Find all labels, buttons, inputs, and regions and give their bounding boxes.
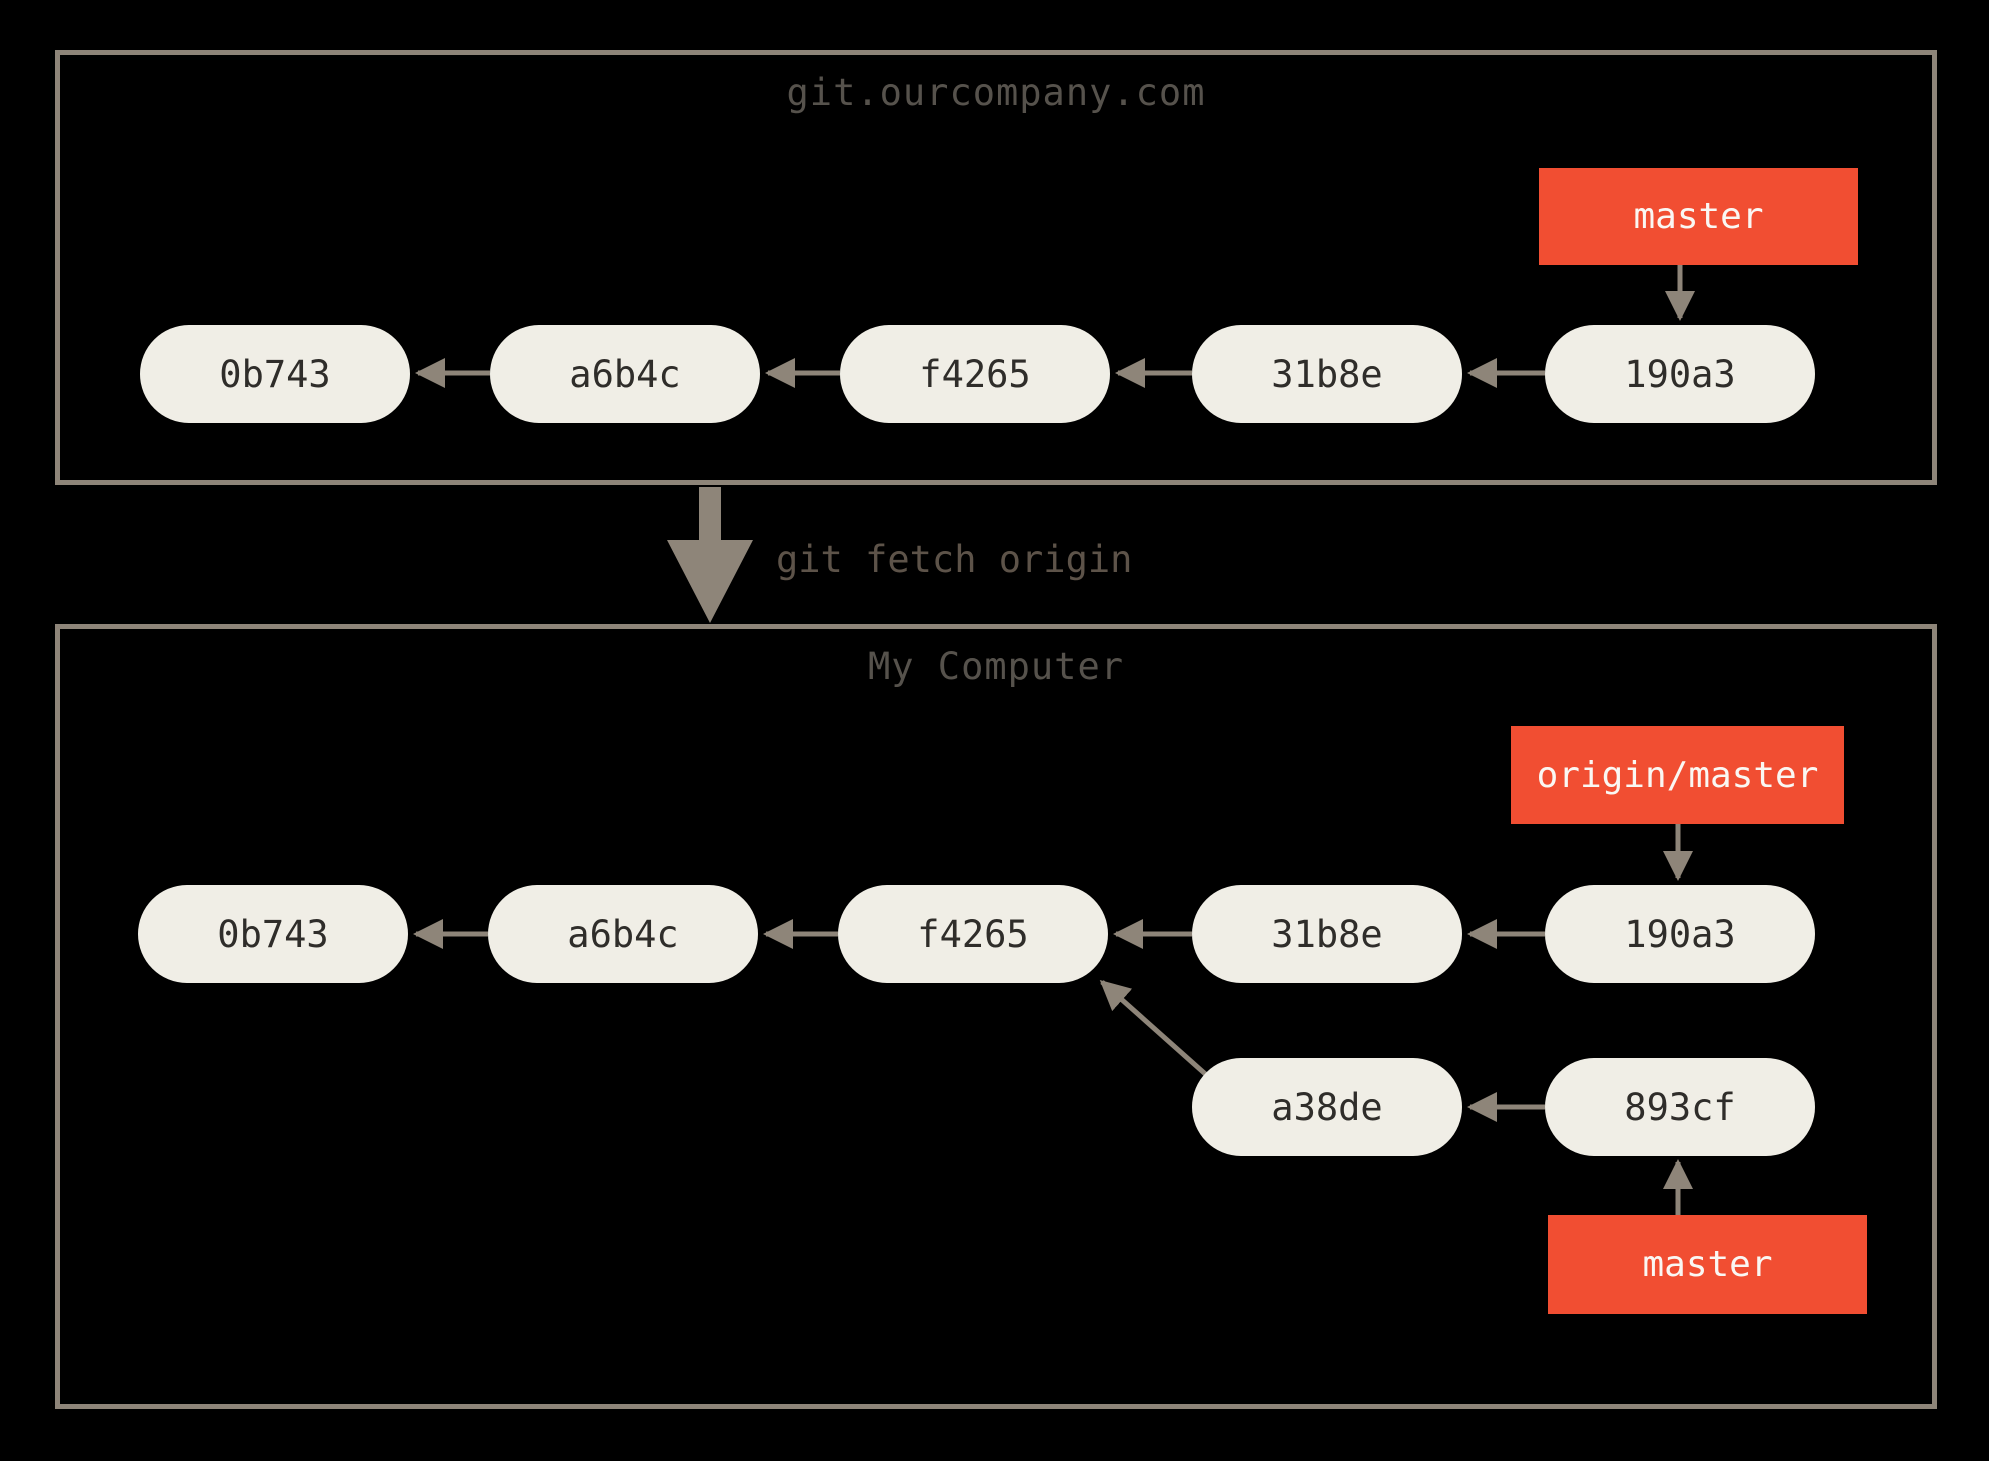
commit-node-local-a6b4c: a6b4c (488, 885, 758, 983)
remote-server-box: git.ourcompany.com (55, 50, 1937, 485)
commit-node-remote-a6b4c: a6b4c (490, 325, 760, 423)
remote-master-branch-label: master (1539, 168, 1858, 265)
fetch-command-label: git fetch origin (776, 538, 1133, 581)
commit-node-remote-31b8e: 31b8e (1192, 325, 1462, 423)
commit-node-local-a38de: a38de (1192, 1058, 1462, 1156)
commit-node-local-f4265: f4265 (838, 885, 1108, 983)
commit-node-remote-0b743: 0b743 (140, 325, 410, 423)
local-master-branch-label: master (1548, 1215, 1867, 1314)
origin-master-branch-label: origin/master (1511, 726, 1844, 824)
commit-node-local-190a3: 190a3 (1545, 885, 1815, 983)
commit-node-local-893cf: 893cf (1545, 1058, 1815, 1156)
remote-server-title: git.ourcompany.com (786, 71, 1206, 114)
local-computer-title: My Computer (867, 645, 1125, 688)
commit-node-local-0b743: 0b743 (138, 885, 408, 983)
local-computer-box: My Computer (55, 624, 1937, 1409)
commit-node-local-31b8e: 31b8e (1192, 885, 1462, 983)
commit-node-remote-190a3: 190a3 (1545, 325, 1815, 423)
commit-node-remote-f4265: f4265 (840, 325, 1110, 423)
fetch-arrow (667, 487, 753, 623)
